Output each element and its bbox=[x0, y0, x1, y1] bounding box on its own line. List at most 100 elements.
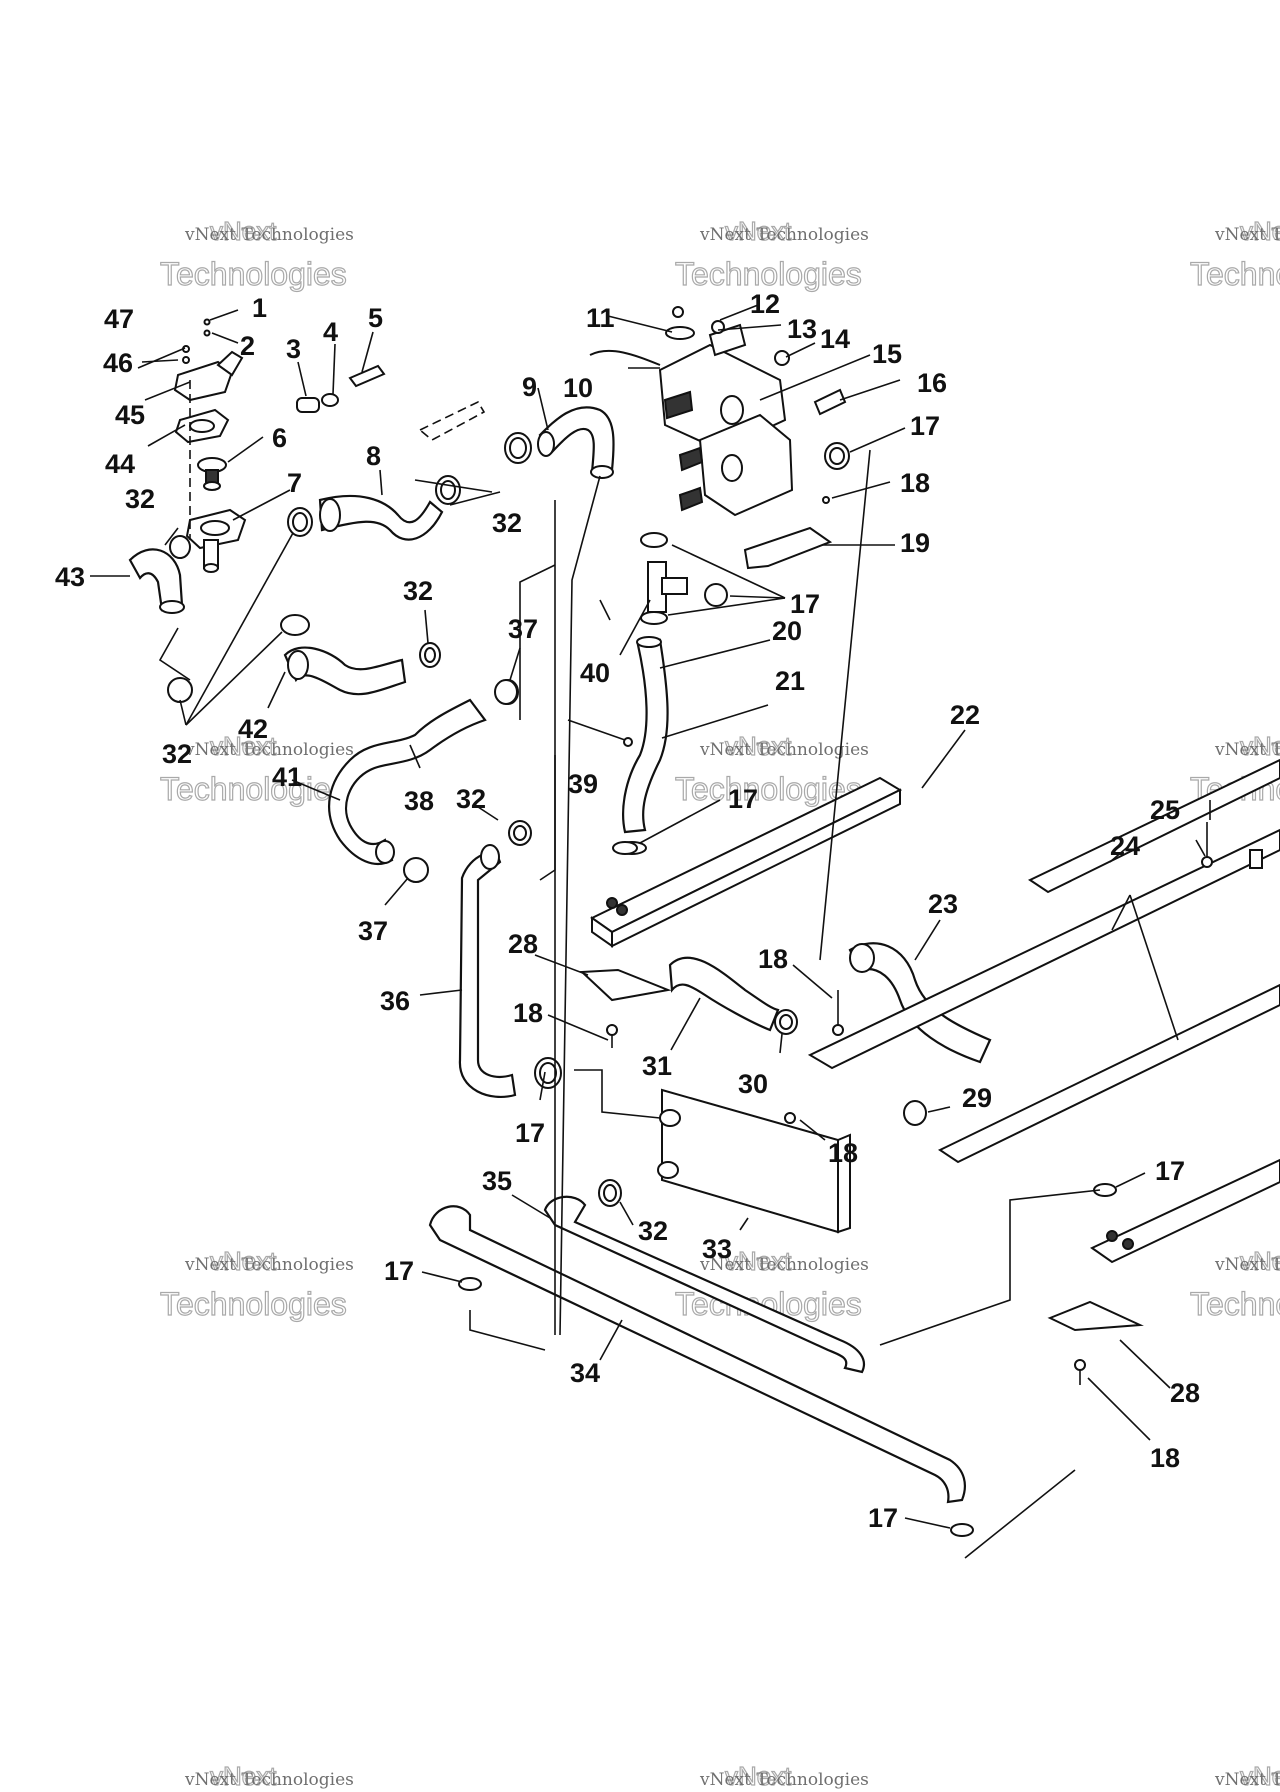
callout-32: 32 bbox=[162, 739, 192, 769]
clamp-ring bbox=[534, 1057, 562, 1089]
callout-41: 41 bbox=[272, 762, 302, 792]
callout-32: 32 bbox=[456, 784, 486, 814]
watermark: vNext vNext Technologies bbox=[699, 1760, 869, 1791]
temp-sensor-wire bbox=[567, 719, 633, 747]
callout-31: 31 bbox=[642, 1051, 672, 1081]
parts bbox=[128, 306, 1280, 1559]
thermostat bbox=[197, 457, 227, 491]
callout-6: 6 bbox=[272, 423, 287, 453]
callout-13: 13 bbox=[787, 314, 817, 344]
watermark-overlay-text: vNext bbox=[725, 216, 792, 246]
callout-28: 28 bbox=[508, 929, 538, 959]
clamp-ring bbox=[435, 475, 461, 505]
watermark-text: vNext Technologies bbox=[1214, 1770, 1280, 1790]
bracket-28 bbox=[1047, 1300, 1144, 1332]
hose-34 bbox=[428, 1205, 966, 1504]
callout-36: 36 bbox=[380, 986, 410, 1016]
callout-1: 1 bbox=[252, 293, 267, 323]
clamp-ring bbox=[824, 442, 850, 470]
bolt bbox=[832, 990, 844, 1036]
watermark-overlay-text: vNext bbox=[725, 1246, 792, 1276]
hose-35 bbox=[543, 1195, 866, 1374]
heat-exchanger-lower-right bbox=[1090, 1158, 1280, 1264]
watermark: vNext vNext Technologies bbox=[1214, 1760, 1280, 1791]
callout-33: 33 bbox=[702, 1234, 732, 1264]
callout-5: 5 bbox=[368, 303, 383, 333]
watermark-text: vNext Technologies bbox=[699, 1770, 869, 1790]
callout-32: 32 bbox=[638, 1216, 668, 1246]
clamp-ring bbox=[504, 432, 532, 464]
callout-37: 37 bbox=[508, 614, 538, 644]
callout-40: 40 bbox=[580, 658, 610, 688]
clamp-ring bbox=[640, 611, 668, 625]
hose-31 bbox=[668, 956, 780, 1032]
watermark: vNext vNext Technologies bbox=[184, 1760, 354, 1791]
hose-36 bbox=[458, 844, 517, 1099]
callout-19: 19 bbox=[900, 528, 930, 558]
watermark-text: vNext Technologies bbox=[184, 1255, 354, 1275]
hose-clamp-16 bbox=[813, 388, 847, 416]
spare-clamp-outline bbox=[418, 400, 486, 441]
callout-32: 32 bbox=[403, 576, 433, 606]
elbow-hose-43 bbox=[128, 535, 191, 614]
watermark: Technologies vNext vNext Technologies bbox=[674, 215, 868, 292]
watermark-text: vNext Technologies bbox=[1214, 225, 1280, 245]
clamp-ring bbox=[774, 1009, 798, 1035]
callout-15: 15 bbox=[872, 339, 902, 369]
callout-leaders bbox=[90, 304, 1206, 1529]
watermark: Technologies vNext vNext Technologies bbox=[1189, 1245, 1280, 1322]
clamp-ring bbox=[458, 1277, 482, 1291]
watermark-overlay-text: vNext bbox=[210, 1246, 277, 1276]
heat-exchanger-24 bbox=[807, 758, 1280, 1164]
watermark: Technologies vNext vNext Technologies bbox=[1189, 215, 1280, 292]
watermark: Technologies vNext vNext Technologies bbox=[159, 215, 353, 292]
watermark-outline-text: Technologies bbox=[1190, 1286, 1280, 1322]
callout-12: 12 bbox=[750, 289, 780, 319]
callout-2: 2 bbox=[240, 331, 255, 361]
clamp-ring bbox=[598, 1179, 622, 1207]
callout-39: 39 bbox=[568, 769, 598, 799]
hose-8 bbox=[318, 494, 444, 541]
callout-20: 20 bbox=[772, 616, 802, 646]
hose-42 bbox=[283, 646, 407, 696]
watermark-text: vNext Technologies bbox=[184, 1770, 354, 1790]
callout-45: 45 bbox=[115, 400, 145, 430]
callout-18: 18 bbox=[1150, 1443, 1180, 1473]
clamp-ring bbox=[903, 1100, 927, 1126]
callout-22: 22 bbox=[950, 700, 980, 730]
callout-18: 18 bbox=[513, 998, 543, 1028]
bolt bbox=[784, 1112, 796, 1124]
callout-46: 46 bbox=[103, 348, 133, 378]
watermark-outline-text: Technologies bbox=[160, 771, 347, 807]
callout-28: 28 bbox=[1170, 1378, 1200, 1408]
bolt bbox=[1074, 1359, 1086, 1385]
callout-17: 17 bbox=[910, 411, 940, 441]
callout-18: 18 bbox=[828, 1138, 858, 1168]
callout-4: 4 bbox=[323, 317, 338, 347]
callout-10: 10 bbox=[563, 373, 593, 403]
callout-35: 35 bbox=[482, 1166, 512, 1196]
watermark-overlay-text: vNext bbox=[210, 1761, 277, 1791]
watermark-text: vNext Technologies bbox=[699, 1255, 869, 1275]
hose-20-21 bbox=[622, 636, 669, 834]
callout-29: 29 bbox=[962, 1083, 992, 1113]
watermark-overlay-text: vNext bbox=[725, 731, 792, 761]
callout-18: 18 bbox=[758, 944, 788, 974]
clamp-ring bbox=[612, 841, 638, 855]
callout-32: 32 bbox=[125, 484, 155, 514]
callout-25: 25 bbox=[1150, 795, 1180, 825]
watermark-group: Technologies vNext vNext Technologies Te… bbox=[159, 215, 1280, 1791]
watermark-outline-text: Technologies bbox=[1190, 256, 1280, 292]
callout-18: 18 bbox=[900, 468, 930, 498]
watermark-overlay-text: vNext bbox=[210, 731, 277, 761]
callout-34: 34 bbox=[570, 1358, 600, 1388]
watermark-outline-text: Technologies bbox=[160, 1286, 347, 1322]
clamp-ring bbox=[167, 677, 193, 703]
clamp-ring bbox=[494, 679, 518, 705]
callout-23: 23 bbox=[928, 889, 958, 919]
hose-41-38 bbox=[328, 698, 487, 865]
callout-11: 11 bbox=[586, 303, 615, 333]
callout-38: 38 bbox=[404, 786, 434, 816]
watermark-overlay-text: vNext bbox=[1240, 216, 1280, 246]
elbow-hose-9 bbox=[537, 406, 615, 479]
